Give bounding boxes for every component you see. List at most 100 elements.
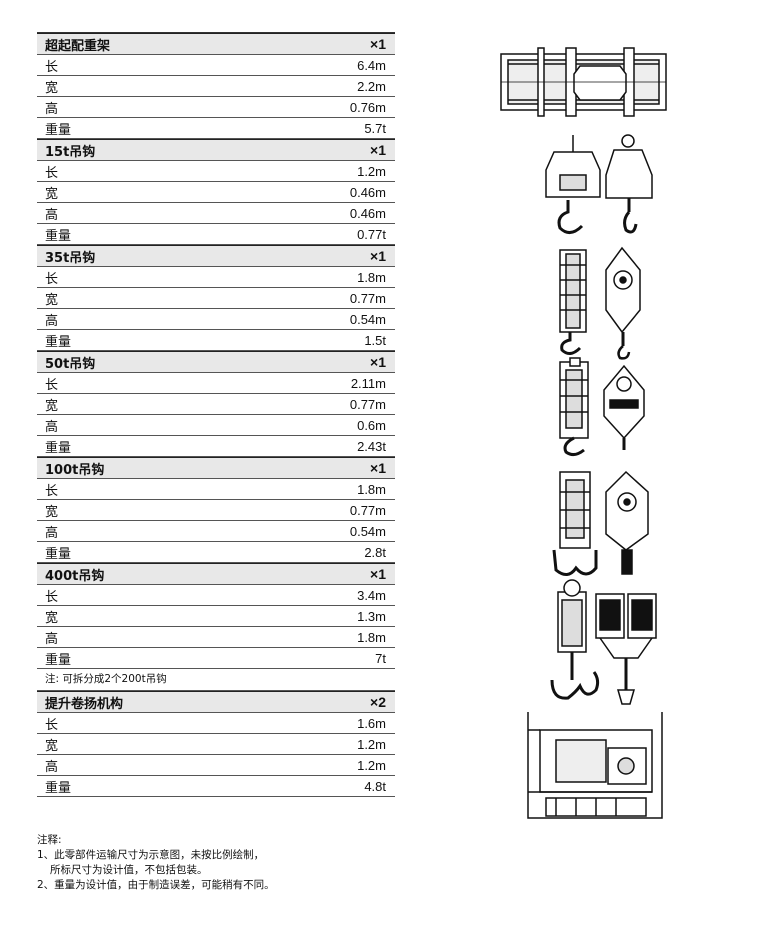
spec-value: 6.4m	[357, 57, 386, 73]
spec-row: 高 1.8m	[37, 627, 395, 648]
spec-label: 重量	[45, 652, 72, 668]
spec-label: 长	[45, 165, 59, 181]
spec-label: 高	[45, 313, 59, 329]
spec-value: 0.77m	[349, 290, 386, 306]
spec-label: 宽	[45, 80, 59, 96]
section-header: 100t吊钩 ×1	[37, 457, 395, 479]
spec-value: 2.11m	[350, 375, 386, 391]
section-quantity: ×1	[370, 354, 386, 370]
section-quantity: ×2	[370, 694, 386, 710]
spec-value: 0.54m	[349, 523, 386, 539]
footnote-line: 1、此零部件运输尺寸为示意图，未按比例绘制，	[37, 849, 265, 861]
spec-row: 高 0.6m	[37, 415, 395, 436]
spec-label: 长	[45, 377, 59, 393]
hook-100t-illustration	[552, 470, 649, 576]
hook-50t-illustration	[559, 357, 645, 457]
spec-label: 重量	[45, 546, 72, 562]
spec-value: 1.2m	[357, 757, 386, 773]
section-header: 35t吊钩 ×1	[37, 245, 395, 267]
footnote-line: 2、重量为设计值，由于制造误差，可能稍有不同。	[37, 879, 275, 891]
spec-value: 1.3m	[357, 608, 386, 624]
spec-label: 宽	[45, 610, 59, 626]
spec-label: 重量	[45, 334, 72, 350]
spec-value: 5.7t	[364, 120, 386, 136]
spec-label: 长	[45, 589, 59, 605]
spec-row: 长 1.8m	[37, 479, 395, 500]
spec-value: 7t	[375, 650, 386, 666]
hook-15t-illustration	[545, 134, 653, 234]
footnote-line: 所标尺寸为设计值，不包括包装。	[50, 864, 208, 876]
spec-row: 宽 0.77m	[37, 500, 395, 521]
spec-value: 1.8m	[357, 481, 386, 497]
spec-row: 重量 4.8t	[37, 776, 395, 797]
section-title: 100t吊钩	[45, 462, 105, 478]
section-title: 35t吊钩	[45, 250, 96, 266]
spec-row: 重量 2.8t	[37, 542, 395, 563]
spec-value: 1.8m	[357, 269, 386, 285]
winch-mechanism-illustration	[527, 712, 663, 819]
spec-label: 高	[45, 759, 59, 775]
spec-row: 长 2.11m	[37, 373, 395, 394]
section-header: 提升卷扬机构 ×2	[37, 691, 395, 713]
section-title: 50t吊钩	[45, 356, 96, 372]
spec-label: 高	[45, 631, 59, 647]
spec-value: 0.46m	[349, 205, 386, 221]
table-top-rule	[37, 32, 395, 33]
spec-row: 长 1.2m	[37, 161, 395, 182]
spec-label: 重量	[45, 228, 72, 244]
spec-label: 重量	[45, 440, 72, 456]
section-header: 超起配重架×1	[37, 33, 395, 55]
section-header: 400t吊钩×1	[37, 563, 395, 585]
spec-row: 高 1.2m	[37, 755, 395, 776]
section-header: 50t吊钩 ×1	[37, 351, 395, 373]
spec-label: 宽	[45, 398, 59, 414]
spec-value: 1.5t	[364, 332, 386, 348]
component-illustrations	[496, 40, 671, 825]
spec-value: 2.2m	[357, 78, 386, 94]
spec-label: 宽	[45, 186, 59, 202]
spec-value: 4.8t	[364, 778, 386, 794]
spec-value: 0.6m	[357, 417, 386, 433]
spec-label: 重量	[45, 780, 72, 796]
spec-row: 重量 7t	[37, 648, 395, 669]
hook-400t-illustration	[550, 579, 657, 705]
section-quantity: ×1	[370, 460, 386, 476]
spec-value: 3.4m	[357, 587, 386, 603]
spec-value: 1.2m	[357, 736, 386, 752]
section-quantity: ×1	[370, 142, 386, 158]
section-quantity: ×1	[370, 248, 386, 264]
section-title: 15t吊钩	[45, 144, 96, 160]
spec-value: 1.8m	[357, 629, 386, 645]
spec-value: 0.76m	[349, 99, 386, 115]
spec-label: 高	[45, 525, 59, 541]
spec-row: 长 3.4m	[37, 585, 395, 606]
spec-label: 长	[45, 717, 59, 733]
spec-label: 长	[45, 483, 59, 499]
spec-value: 0.54m	[349, 311, 386, 327]
spec-value: 0.77m	[349, 396, 386, 412]
spec-label: 高	[45, 419, 59, 435]
spec-label: 长	[45, 59, 59, 75]
spec-row: 高 0.54m	[37, 309, 395, 330]
spec-row: 长 6.4m	[37, 55, 395, 76]
spec-label: 宽	[45, 504, 59, 520]
spec-row: 高 0.76m	[37, 97, 395, 118]
spec-label: 宽	[45, 292, 59, 308]
spec-label: 高	[45, 101, 59, 117]
spec-label: 宽	[45, 738, 59, 754]
spec-value: 0.46m	[349, 184, 386, 200]
spec-value: 1.2m	[357, 163, 386, 179]
footnotes: 注释: 1、此零部件运输尺寸为示意图，未按比例绘制， 所标尺寸为设计值，不包括包…	[37, 833, 397, 893]
section-title: 提升卷扬机构	[45, 696, 124, 712]
spec-value: 2.8t	[364, 544, 386, 560]
counterweight-frame-illustration	[500, 47, 667, 117]
spec-row: 宽 0.77m	[37, 394, 395, 415]
spec-value: 0.77m	[349, 502, 386, 518]
